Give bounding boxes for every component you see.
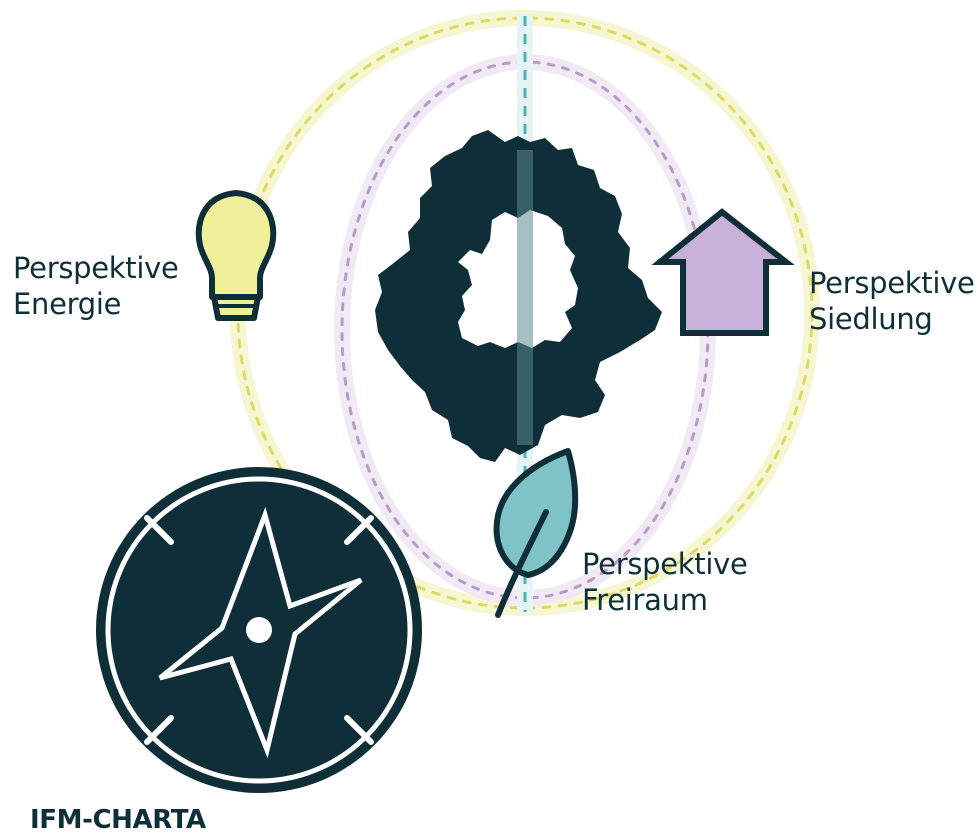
- freiraum-line1: Perspektive: [582, 547, 748, 581]
- charta-title: IFM-CHARTA: [30, 805, 206, 835]
- siedlung-line2: Siedlung: [809, 302, 933, 336]
- light-bulb-icon: [195, 190, 277, 321]
- label-perspektive-energie: Perspektive Energie: [13, 250, 179, 322]
- freiraum-line2: Freiraum: [582, 583, 708, 617]
- siedlung-line1: Perspektive: [809, 266, 975, 300]
- house-arrow-icon: [651, 208, 795, 336]
- compass-icon: [96, 467, 422, 793]
- energie-line2: Energie: [13, 287, 122, 321]
- energie-line1: Perspektive: [13, 251, 179, 285]
- label-perspektive-freiraum: Perspektive Freiraum: [582, 546, 748, 618]
- region-map: [375, 130, 662, 462]
- label-perspektive-siedlung: Perspektive Siedlung: [809, 265, 975, 337]
- leaf-icon: [493, 448, 579, 618]
